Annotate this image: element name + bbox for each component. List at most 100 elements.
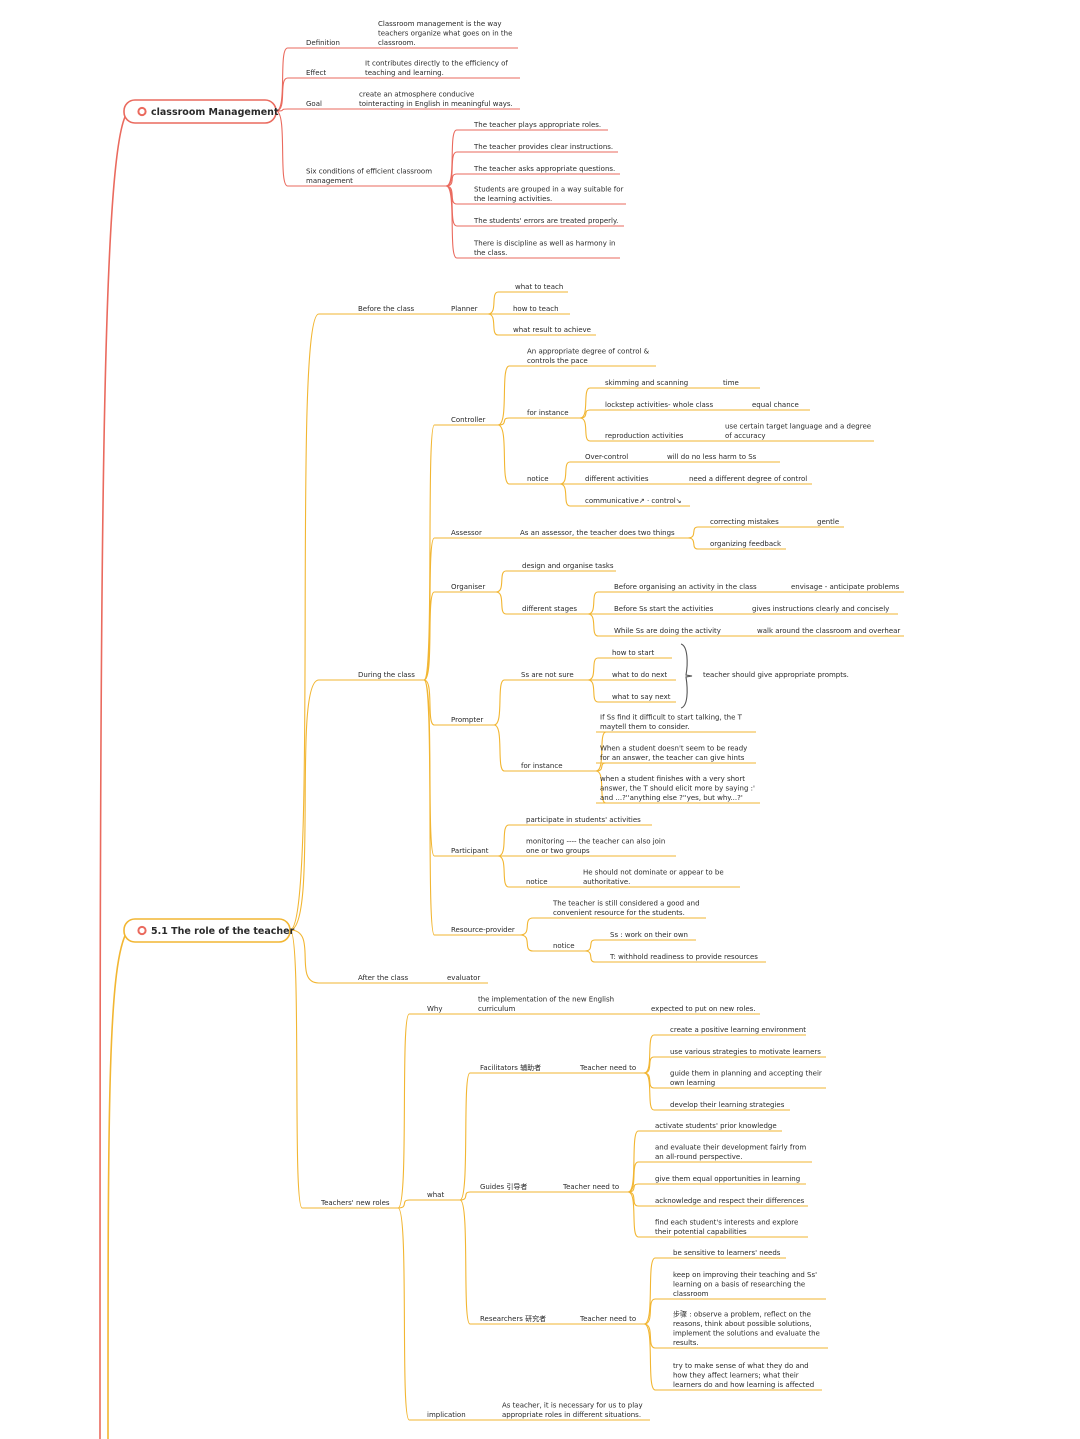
node-less-harm[interactable]: will do no less harm to Ss [667, 453, 757, 461]
node-controller[interactable]: Controller [451, 416, 486, 424]
node-correcting-mistakes[interactable]: correcting mistakes [710, 518, 779, 526]
node-organizing-feedback[interactable]: organizing feedback [710, 540, 782, 548]
node-target-language[interactable]: use certain target language and a degree… [725, 423, 871, 441]
node-how-to-start[interactable]: how to start [612, 649, 654, 657]
node-guide-planning[interactable]: guide them in planning and accepting the… [670, 1070, 822, 1088]
node-respect-differences[interactable]: acknowledge and respect their difference… [655, 1197, 805, 1205]
node-while-ss-doing[interactable]: While Ss are doing the activity [614, 627, 721, 635]
node-effect-text[interactable]: It contributes directly to the efficienc… [365, 60, 508, 78]
node-time[interactable]: time [723, 379, 739, 387]
node-condition-1[interactable]: The teacher plays appropriate roles. [473, 121, 601, 129]
node-condition-4[interactable]: Students are grouped in a way suitable f… [474, 186, 624, 204]
node-appropriate-prompts[interactable]: teacher should give appropriate prompts. [703, 671, 849, 679]
node-what-result[interactable]: what result to achieve [513, 326, 591, 334]
node-various-strategies[interactable]: use various strategies to motivate learn… [670, 1048, 821, 1056]
node-different-degree[interactable]: need a different degree of control [689, 475, 807, 483]
node-before-organising[interactable]: Before organising an activity in the cla… [614, 583, 757, 591]
node-evaluate-fairly[interactable]: and evaluate their development fairly fr… [655, 1144, 806, 1162]
node-prompter-for-instance[interactable]: for instance [521, 762, 563, 770]
node-goal[interactable]: Goal [306, 100, 322, 108]
node-walk-around[interactable]: walk around the classroom and overhear [757, 627, 900, 635]
node-equal-chance[interactable]: equal chance [752, 401, 799, 409]
node-control-degree[interactable]: An appropriate degree of control &contro… [527, 348, 650, 366]
node-facilitators[interactable]: Facilitators 辅助者 [480, 1063, 541, 1072]
node-guides-need[interactable]: Teacher need to [562, 1183, 619, 1191]
node-what-line: what [427, 1191, 444, 1199]
node-what[interactable]: what [427, 1191, 444, 1199]
node-implication[interactable]: implication [427, 1411, 466, 1419]
node-condition-6[interactable]: There is discipline as well as harmony i… [473, 240, 615, 258]
node-design-tasks[interactable]: design and organise tasks [522, 562, 614, 570]
node-skimming[interactable]: skimming and scanning [605, 379, 688, 387]
node-before-class[interactable]: Before the class [358, 305, 415, 313]
node-over-control[interactable]: Over-control [585, 453, 628, 461]
node-how-to-teach[interactable]: how to teach [513, 305, 559, 313]
node-play-roles[interactable]: As teacher, it is necessary for us to pl… [502, 1402, 643, 1420]
node-definition[interactable]: Definition [306, 39, 340, 47]
node-expected-roles[interactable]: expected to put on new roles. [651, 1005, 756, 1013]
topic-classroom-management[interactable]: classroom Management [123, 99, 279, 124]
node-reproduction[interactable]: reproduction activities [605, 432, 684, 440]
node-positive-environment[interactable]: create a positive learning environment [670, 1026, 806, 1034]
node-researchers[interactable]: Researchers 研究者 [480, 1314, 546, 1323]
topic-role-of-teacher[interactable]: 5.1 The role of the teacher [123, 918, 295, 943]
node-before-ss-start[interactable]: Before Ss start the activities [614, 605, 714, 613]
node-condition-2[interactable]: The teacher provides clear instructions. [473, 143, 613, 151]
node-sensitive-needs[interactable]: be sensitive to learners' needs [673, 1249, 781, 1257]
node-facilitators-need[interactable]: Teacher need to [579, 1064, 636, 1072]
node-guides[interactable]: Guides 引导者 [480, 1182, 527, 1191]
node-withhold[interactable]: T: withhold readiness to provide resourc… [609, 953, 758, 961]
node-assessor[interactable]: Assessor [451, 529, 482, 537]
node-participant[interactable]: Participant [451, 847, 489, 855]
node-during-class[interactable]: During the class [358, 671, 415, 679]
node-gives-instructions[interactable]: gives instructions clearly and concisely [752, 605, 889, 613]
node-different-activities[interactable]: different activities [585, 475, 649, 483]
node-prompter[interactable]: Prompter [451, 716, 483, 724]
node-evaluator[interactable]: evaluator [447, 974, 480, 982]
node-good-resource[interactable]: The teacher is still considered a good a… [552, 900, 700, 918]
node-work-own[interactable]: Ss : work on their own [610, 931, 688, 939]
node-ctrl-for-instance[interactable]: for instance [527, 409, 569, 417]
node-why[interactable]: Why [427, 1005, 443, 1013]
node-participant-notice[interactable]: notice [526, 878, 548, 886]
node-lockstep[interactable]: lockstep activities- whole class [605, 401, 713, 409]
node-after-class[interactable]: After the class [358, 974, 408, 982]
node-explore-capabilities[interactable]: find each student's interests and explor… [655, 1219, 798, 1237]
node-prior-knowledge[interactable]: activate students' prior knowledge [655, 1122, 777, 1130]
node-envisage[interactable]: envisage - anticipate problems [791, 583, 900, 591]
node-condition-3[interactable]: The teacher asks appropriate questions. [473, 165, 615, 173]
node-elicit-more[interactable]: when a student finishes with a very shor… [600, 775, 755, 802]
node-what-to-teach[interactable]: what to teach [515, 283, 563, 291]
node-resource-provider[interactable]: Resource-provider [451, 926, 515, 934]
node-resource-notice[interactable]: notice [553, 942, 575, 950]
node-participate[interactable]: participate in students' activities [526, 816, 641, 824]
node-researchers-need[interactable]: Teacher need to [579, 1315, 636, 1323]
node-what-to-do-next[interactable]: what to do next [612, 671, 667, 679]
node-planner[interactable]: Planner [451, 305, 478, 313]
node-monitoring[interactable]: monitoring ---- the teacher can also joi… [526, 838, 665, 856]
node-ss-not-sure[interactable]: Ss are not sure [521, 671, 574, 679]
node-develop-strategies[interactable]: develop their learning strategies [670, 1101, 785, 1109]
node-different-stages[interactable]: different stages [522, 605, 577, 613]
node-assessor-text[interactable]: As an assessor, the teacher does two thi… [520, 529, 675, 537]
node-effect[interactable]: Effect [306, 69, 326, 77]
node-what-to-say-next[interactable]: what to say next [612, 693, 671, 701]
node-gentle[interactable]: gentle [817, 518, 839, 526]
node-difficult-start[interactable]: If Ss find it difficult to start talking… [600, 714, 743, 732]
node-keep-improving[interactable]: keep on improving their teaching and Ss'… [673, 1271, 817, 1298]
node-organiser[interactable]: Organiser [451, 583, 485, 591]
node-new-roles[interactable]: Teachers' new roles [320, 1199, 390, 1207]
node-ctrl-notice[interactable]: notice [527, 475, 549, 483]
node-condition-5[interactable]: The students' errors are treated properl… [473, 217, 618, 225]
node-communicative[interactable]: communicative↗ · control↘ [585, 497, 682, 505]
node-work-own-line: Ss : work on their own [610, 931, 688, 939]
node-equal-opportunities[interactable]: give them equal opportunities in learnin… [655, 1175, 800, 1183]
